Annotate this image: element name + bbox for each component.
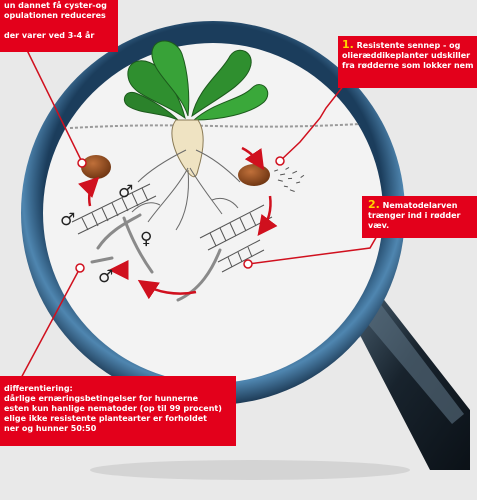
male-symbol: ♂ xyxy=(98,267,113,287)
callout-line: trænger ind i rødder xyxy=(368,211,461,220)
callout-line: un dannet få cyster-og xyxy=(4,1,107,10)
soil-line xyxy=(69,123,361,129)
callout-top-left: un dannet få cyster-og opulationen reduc… xyxy=(0,0,118,52)
callout-line: Resistente sennep - og xyxy=(356,41,461,50)
step-number: 1. xyxy=(342,38,354,51)
callout-line: dårlige ernæringsbetingelser for hunnern… xyxy=(4,394,199,403)
drop-shadow xyxy=(90,460,410,480)
cyst-left xyxy=(81,155,111,179)
leader-endpoints xyxy=(75,156,285,273)
lens-glass xyxy=(43,43,383,383)
callout-line: elige ikke resistente plantearter er for… xyxy=(4,414,207,423)
cycle-arrows xyxy=(78,146,278,300)
callout-line xyxy=(4,21,114,31)
nematodes xyxy=(90,213,222,302)
callout-line: der varer ved 3-4 år xyxy=(4,31,95,40)
hatching-larvae xyxy=(274,167,305,192)
leader-lines xyxy=(19,39,393,381)
male-symbol: ♂ xyxy=(60,210,75,230)
cyst-right xyxy=(238,164,270,186)
female-symbol: ♀ xyxy=(140,229,152,249)
callout-line: Nematodelarven xyxy=(382,201,458,210)
callout-line: fra rødderne som lokker nem xyxy=(342,61,474,70)
root-segments xyxy=(71,183,273,273)
step-number: 2. xyxy=(368,198,380,211)
callout-line: olieræddikeplanter udskiller xyxy=(342,51,471,60)
callout-step-2: 2. Nematodelarven trænger ind i rødder v… xyxy=(362,196,477,238)
callout-line: ner og hunner 50:50 xyxy=(4,424,97,433)
callout-step-1: 1. Resistente sennep - og olieræddikepla… xyxy=(338,36,477,88)
male-symbol: ♂ xyxy=(118,182,133,202)
callout-line: esten kun hanlige nematoder (op til 99 p… xyxy=(4,404,222,413)
beet-plant xyxy=(123,40,269,231)
callout-bottom-left: differentiering: dårlige ernæringsbeting… xyxy=(0,376,236,446)
callout-line: differentiering: xyxy=(4,384,73,393)
callout-line: opulationen reduceres xyxy=(4,11,106,20)
callout-line: væv. xyxy=(368,221,390,230)
